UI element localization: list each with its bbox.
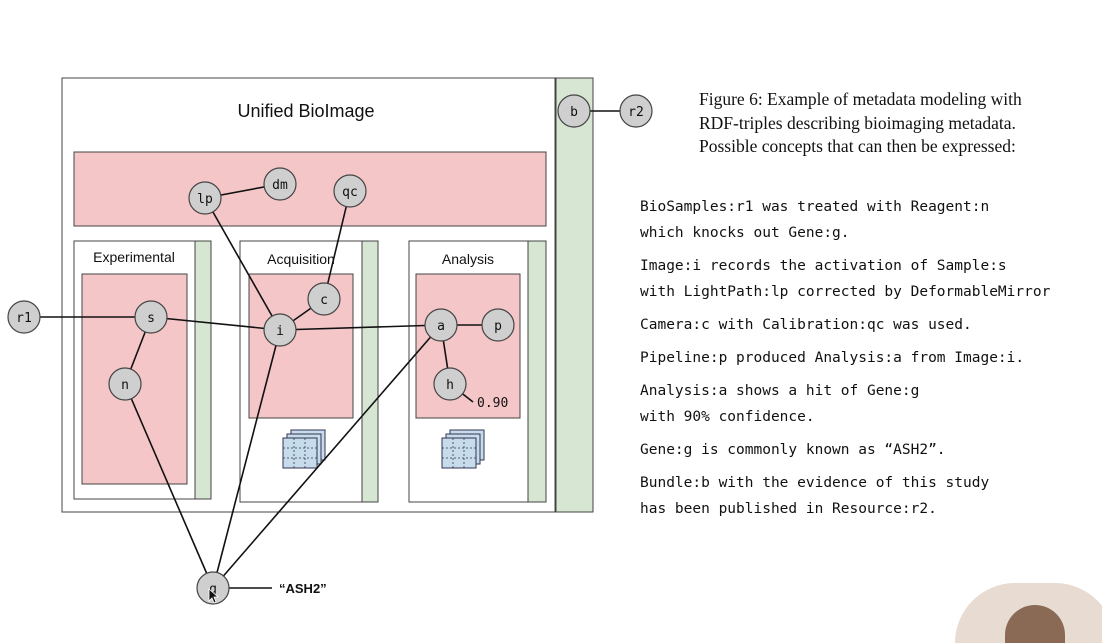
caption-line: RDF-triples describing bioimaging metada… — [699, 112, 1016, 133]
experimental-label: Experimental — [93, 249, 175, 265]
node-s: s — [134, 300, 168, 334]
node-g: g — [196, 571, 230, 605]
analysis-pink-area — [415, 273, 521, 419]
node-qc: qc — [333, 174, 367, 208]
concept-statements: BioSamples:r1 was treated with Reagent:n… — [640, 194, 1100, 522]
metadata-diagram: Unified BioImage Experimental Acquisitio… — [7, 77, 653, 605]
lightpath-band — [73, 151, 547, 227]
edge-qc-c — [323, 190, 351, 300]
statement-line: Image:i records the activation of Sample… — [640, 258, 1007, 274]
statement: Gene:g is commonly known as “ASH2”. — [640, 437, 1100, 463]
svg-text:r1: r1 — [16, 311, 32, 326]
svg-text:h: h — [446, 378, 454, 393]
edge-n-g — [124, 383, 214, 589]
node-r1: r1 — [7, 300, 41, 334]
svg-text:dm: dm — [272, 178, 288, 193]
image-stack-icon — [282, 429, 326, 469]
edge-s-i — [150, 316, 281, 331]
svg-text:n: n — [121, 378, 129, 393]
node-h: h — [433, 367, 467, 401]
svg-text:a: a — [437, 319, 445, 334]
statement-line: Camera:c with Calibration:qc was used. — [640, 317, 972, 333]
svg-text:b: b — [570, 105, 578, 120]
node-i: i — [263, 313, 297, 347]
node-lp: lp — [188, 181, 222, 215]
caption-line: Figure 6: Example of metadata modeling w… — [699, 89, 1022, 109]
svg-text:i: i — [276, 324, 284, 339]
caption-line: Possible concepts that can then be expre… — [699, 136, 1016, 156]
statement: Pipeline:p produced Analysis:a from Imag… — [640, 345, 1100, 371]
node-a: a — [424, 308, 458, 342]
node-n: n — [108, 367, 142, 401]
node-r2: r2 — [619, 94, 653, 128]
statement: Image:i records the activation of Sample… — [640, 253, 1100, 305]
mouse-cursor-icon — [208, 588, 220, 604]
experimental-green-bar — [194, 240, 212, 500]
statement-line: Analysis:a shows a hit of Gene:g — [640, 383, 920, 399]
statement-line: which knocks out Gene:g. — [640, 225, 850, 241]
image-stack-icon — [441, 429, 485, 469]
acquisition-green-bar — [361, 240, 379, 503]
edge-i-a — [279, 324, 442, 331]
edge-lp-i — [204, 197, 281, 331]
statement: Bundle:b with the evidence of this study… — [640, 470, 1100, 522]
statement-line: with 90% confidence. — [640, 409, 815, 425]
statement-line: with LightPath:lp corrected by Deformabl… — [640, 284, 1051, 300]
bundle-green-bar — [555, 77, 594, 513]
statement: BioSamples:r1 was treated with Reagent:n… — [640, 194, 1100, 246]
presenter-head — [1005, 605, 1065, 643]
statement-line: Bundle:b with the evidence of this study — [640, 475, 990, 491]
gene-literal: “ASH2” — [279, 581, 327, 596]
statement-line: Pipeline:p produced Analysis:a from Imag… — [640, 350, 1025, 366]
statement: Camera:c with Calibration:qc was used. — [640, 312, 1100, 338]
svg-text:lp: lp — [197, 192, 213, 207]
node-c: c — [307, 282, 341, 316]
node-dm: dm — [263, 167, 297, 201]
statement-line: Gene:g is commonly known as “ASH2”. — [640, 442, 946, 458]
node-p: p — [481, 308, 515, 342]
statement-line: has been published in Resource:r2. — [640, 501, 937, 517]
svg-text:g: g — [209, 582, 217, 597]
confidence-value: 0.90 — [477, 396, 508, 411]
svg-text:r2: r2 — [628, 105, 644, 120]
analysis-green-bar — [527, 240, 547, 503]
diagram-title: Unified BioImage — [237, 101, 374, 121]
statement-line: BioSamples:r1 was treated with Reagent:n — [640, 199, 990, 215]
acquisition-label: Acquisition — [267, 251, 335, 267]
svg-text:qc: qc — [342, 185, 358, 200]
svg-text:c: c — [320, 293, 328, 308]
svg-text:p: p — [494, 319, 502, 334]
statement: Analysis:a shows a hit of Gene:g with 90… — [640, 378, 1100, 430]
edge-a-g — [212, 324, 442, 589]
edge-i-g — [212, 329, 281, 589]
figure-caption: Figure 6: Example of metadata modeling w… — [699, 88, 1079, 159]
svg-text:s: s — [147, 311, 155, 326]
analysis-label: Analysis — [442, 251, 494, 267]
node-b: b — [557, 94, 591, 128]
